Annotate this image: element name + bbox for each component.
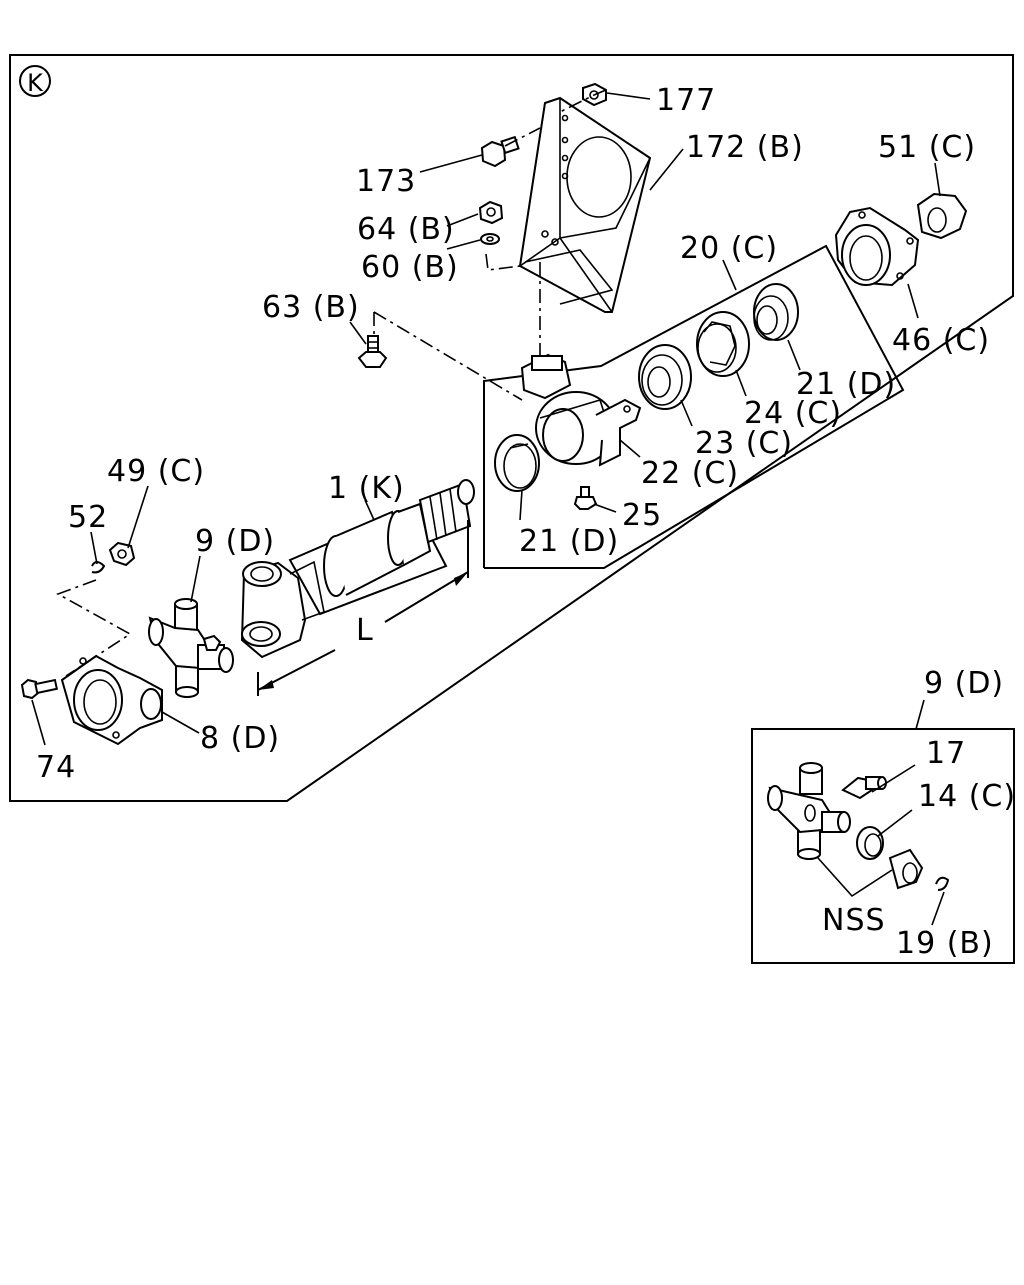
washer-52 [91, 561, 106, 574]
label-25: 25 [622, 498, 662, 533]
shaft-yoke [240, 560, 325, 659]
bearing-subframe [483, 244, 905, 569]
label-23: 23 (C) [695, 426, 793, 461]
inset-label-17: 17 [926, 736, 966, 771]
label-74: 74 [36, 750, 76, 785]
main-frame [9, 54, 1014, 802]
inset-grease-fitting-17 [841, 776, 887, 800]
label-24: 24 (C) [744, 396, 842, 431]
view-marker: K [19, 65, 51, 97]
ring-24 [696, 311, 750, 377]
inset-seal-14 [856, 826, 884, 860]
label-52: 52 [68, 500, 108, 535]
seal-21-upper [753, 283, 799, 341]
inset-label-nss: NSS [822, 903, 886, 938]
label-9: 9 (D) [195, 524, 275, 559]
label-21-upper: 21 (D) [796, 367, 896, 402]
nut-64 [478, 200, 504, 225]
inset-label-14: 14 (C) [918, 779, 1016, 814]
label-60: 60 (B) [361, 250, 459, 285]
inset-label-19: 19 (B) [896, 926, 994, 961]
seal-21-lower [494, 434, 540, 492]
dimension-l: L [257, 520, 469, 696]
flange-yoke-8 [60, 654, 163, 746]
dimension-l-label: L [356, 613, 374, 648]
guide-lines [56, 89, 607, 677]
inset-snap-ring-19 [935, 876, 950, 891]
bracket-172 [518, 96, 652, 313]
callout-labels: 177 172 (B) 173 51 (C) 64 (B) 60 (B) 20 … [36, 83, 990, 785]
bolt-63 [357, 335, 388, 368]
leader-lines [31, 92, 941, 746]
nut-49 [108, 541, 136, 567]
label-20: 20 (C) [680, 231, 778, 266]
label-21-lower: 21 (D) [519, 524, 619, 559]
label-8: 8 (D) [200, 721, 280, 756]
flange-46 [834, 206, 920, 287]
label-173: 173 [356, 164, 416, 199]
grease-nipple-25 [573, 486, 598, 510]
label-51: 51 (C) [878, 130, 976, 165]
label-22: 22 (C) [641, 456, 739, 491]
propeller-shaft-1 [288, 479, 475, 616]
bearing-23 [638, 344, 692, 410]
label-177: 177 [656, 83, 716, 118]
label-46: 46 (C) [892, 323, 990, 358]
inset-frame [751, 728, 1015, 964]
label-1: 1 (K) [328, 471, 405, 506]
center-bearing-22 [520, 353, 642, 467]
universal-joint-9 [148, 598, 234, 698]
label-49: 49 (C) [107, 454, 205, 489]
inset-label-9: 9 (D) [924, 666, 1004, 701]
view-marker-label: K [27, 69, 44, 97]
washer-60 [480, 233, 500, 245]
inset-spider [767, 762, 851, 860]
label-64: 64 (B) [357, 212, 455, 247]
label-172: 172 (B) [686, 130, 804, 165]
label-63: 63 (B) [262, 290, 360, 325]
inset-bearing-cup [888, 848, 924, 890]
bolt-74 [20, 678, 59, 700]
inset-panel: 9 (D) [751, 666, 1016, 964]
nut-51 [916, 192, 968, 240]
